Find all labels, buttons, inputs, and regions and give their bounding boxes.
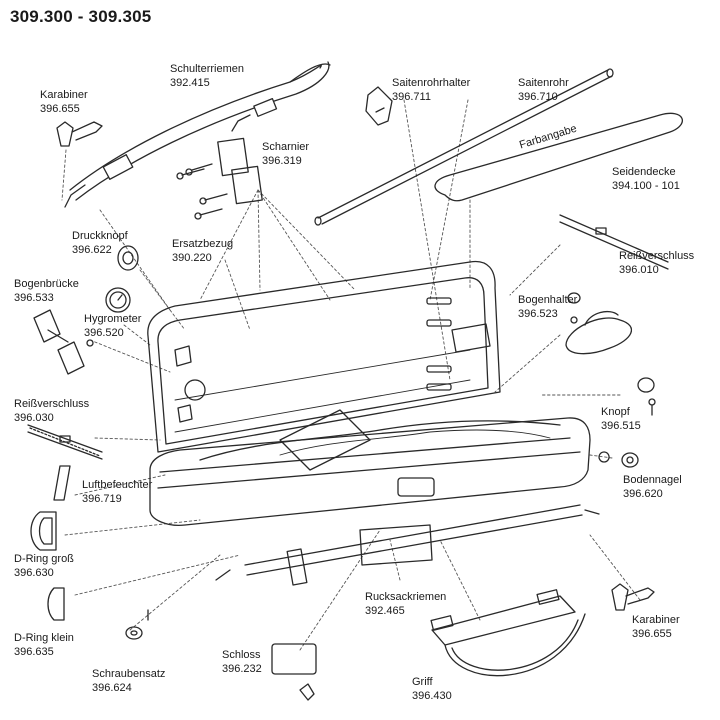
silk-cover-drawing bbox=[434, 112, 683, 202]
screw-set-drawing bbox=[125, 609, 149, 640]
string-tube-drawing bbox=[314, 68, 614, 226]
backpack-straps-drawing bbox=[215, 504, 600, 586]
handle-drawing bbox=[430, 589, 586, 677]
zipper-left-drawing bbox=[27, 424, 103, 460]
push-button-drawing bbox=[117, 245, 139, 271]
hinge-drawing bbox=[176, 137, 263, 220]
case-body-drawing bbox=[149, 409, 610, 526]
diagram-title: 309.300 - 309.305 bbox=[10, 7, 152, 26]
bow-holder-drawing bbox=[565, 292, 633, 355]
zipper-right-drawing bbox=[559, 214, 669, 270]
bottom-nail-drawing bbox=[621, 452, 639, 468]
case-lid-drawing bbox=[147, 260, 501, 453]
karabiner-left-drawing bbox=[56, 121, 103, 147]
bow-bridge-drawing bbox=[33, 309, 94, 375]
d-ring-big-drawing bbox=[30, 511, 57, 551]
string-tube-holder-drawing bbox=[365, 86, 393, 126]
lock-drawing bbox=[271, 643, 317, 701]
knob-drawing bbox=[637, 377, 656, 416]
shoulder-strap-drawing bbox=[64, 61, 331, 208]
hygrometer-drawing bbox=[105, 287, 131, 313]
leader-lines bbox=[61, 99, 641, 651]
karabiner-right-drawing bbox=[611, 583, 655, 611]
d-ring-small-drawing bbox=[47, 587, 65, 621]
humidifier-drawing bbox=[53, 465, 71, 501]
